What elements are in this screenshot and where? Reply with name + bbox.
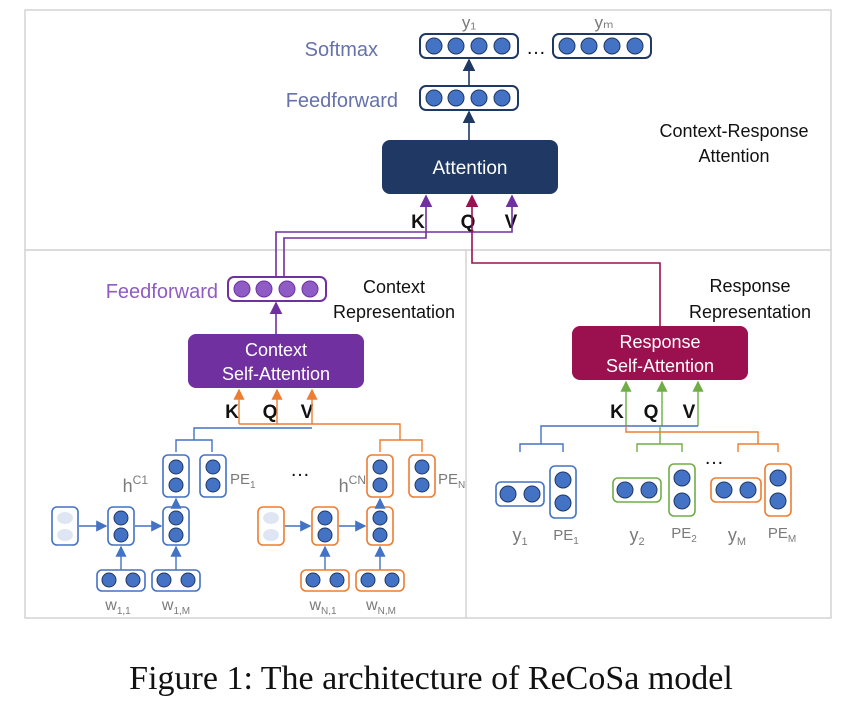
rnn-init-state-1	[51, 506, 79, 546]
response-yM-vector	[710, 477, 762, 503]
response-pe1-label: PE1	[553, 527, 579, 547]
response-y2-label: y2	[629, 525, 644, 548]
rnn-hidden-1-1	[107, 506, 135, 546]
response-self-attention-line1: Response	[619, 332, 700, 352]
output-y1-label: y₁	[462, 13, 477, 32]
right-ellipsis: …	[704, 447, 724, 469]
attention-block	[382, 140, 558, 194]
w1m-label: w1,M	[161, 597, 190, 617]
left-feedforward-vector	[227, 276, 327, 302]
rnn-init-state-N	[257, 506, 285, 546]
left-orange-bracket	[239, 423, 423, 452]
response-peM-label: PEM	[768, 525, 796, 545]
word-w1m-vector	[151, 569, 201, 592]
word-wnm-vector	[355, 569, 405, 592]
left-blue-bracket	[175, 427, 312, 452]
left-v-label: V	[301, 402, 314, 423]
context-rep-line2: Representation	[333, 302, 455, 322]
hcn-vector	[366, 454, 394, 498]
response-self-attention-line2: Self-Attention	[606, 356, 714, 376]
response-yM-label: yM	[728, 525, 746, 548]
softmax-label: Softmax	[305, 39, 378, 61]
top-v-label: V	[505, 212, 518, 233]
pen-vector	[408, 454, 436, 498]
right-blue-bracket	[519, 425, 698, 452]
response-y1-vector	[495, 481, 545, 507]
attention-label: Attention	[433, 158, 508, 179]
outer-frame	[24, 9, 832, 619]
right-orange-bracket	[625, 426, 779, 452]
rnn-hidden-N-1	[311, 506, 339, 546]
figure-caption: Figure 1: The architecture of ReCoSa mod…	[129, 660, 733, 697]
right-kqv-arrows	[620, 380, 704, 426]
pen-label: PEN	[438, 471, 465, 491]
softmax-vector-y1	[419, 33, 519, 59]
pe1-label: PE1	[230, 471, 256, 491]
response-y2-vector	[612, 477, 662, 503]
response-pe1-vector	[549, 465, 577, 519]
right-green-bracket	[636, 426, 683, 452]
left-k-label: K	[225, 402, 239, 423]
right-q-label: Q	[644, 402, 659, 423]
rnn-N-arrows	[285, 497, 386, 570]
top-feedforward-vector	[419, 85, 519, 111]
cr-attention-line2: Attention	[698, 146, 769, 166]
wnm-label: wN,M	[365, 597, 396, 617]
left-q-label: Q	[263, 402, 278, 423]
top-feedforward-label: Feedforward	[286, 90, 398, 112]
hcn-label: hCN	[339, 473, 366, 496]
response-to-q-connector	[465, 194, 661, 326]
rnn-hidden-1-M	[162, 506, 190, 546]
context-rep-line1: Context	[363, 277, 425, 297]
rnn-1-arrows	[79, 497, 182, 570]
hc1-vector	[162, 454, 190, 498]
rnn-hidden-N-M	[366, 506, 394, 546]
response-pe2-vector	[668, 463, 696, 517]
hc1-label: hC1	[123, 473, 149, 496]
right-v-label: V	[683, 402, 696, 423]
top-q-label: Q	[461, 212, 476, 233]
architecture-svg: Softmax Feedforward … y₁ yₘ Attention Co…	[24, 9, 832, 619]
softmax-ellipsis: …	[526, 37, 546, 59]
context-self-attention-line1: Context	[245, 340, 307, 360]
response-y1-label: y1	[512, 525, 527, 548]
word-wn1-vector	[300, 569, 350, 592]
top-k-label: K	[411, 212, 425, 233]
response-rep-line2: Representation	[689, 302, 811, 322]
right-k-label: K	[610, 402, 624, 423]
left-kqv-arrows	[233, 388, 318, 424]
left-feedforward-label: Feedforward	[106, 281, 218, 303]
output-yM-label: yₘ	[594, 13, 613, 32]
w11-label: w1,1	[104, 597, 131, 617]
cr-attention-line1: Context-Response	[659, 121, 808, 141]
context-self-attention-line2: Self-Attention	[222, 364, 330, 384]
response-peM-vector	[764, 463, 792, 517]
wn1-label: wN,1	[308, 597, 337, 617]
context-to-kv-connector	[275, 194, 519, 276]
left-ellipsis: …	[290, 459, 310, 481]
response-rep-line1: Response	[709, 276, 790, 296]
pe1-vector	[199, 454, 227, 498]
response-self-attention-block	[572, 326, 748, 380]
softmax-vector-yM	[552, 33, 652, 59]
architecture-diagram: Softmax Feedforward … y₁ yₘ Attention Co…	[24, 9, 832, 619]
word-w11-vector	[96, 569, 146, 592]
response-pe2-label: PE2	[671, 525, 697, 545]
context-self-attention-block	[188, 334, 364, 388]
